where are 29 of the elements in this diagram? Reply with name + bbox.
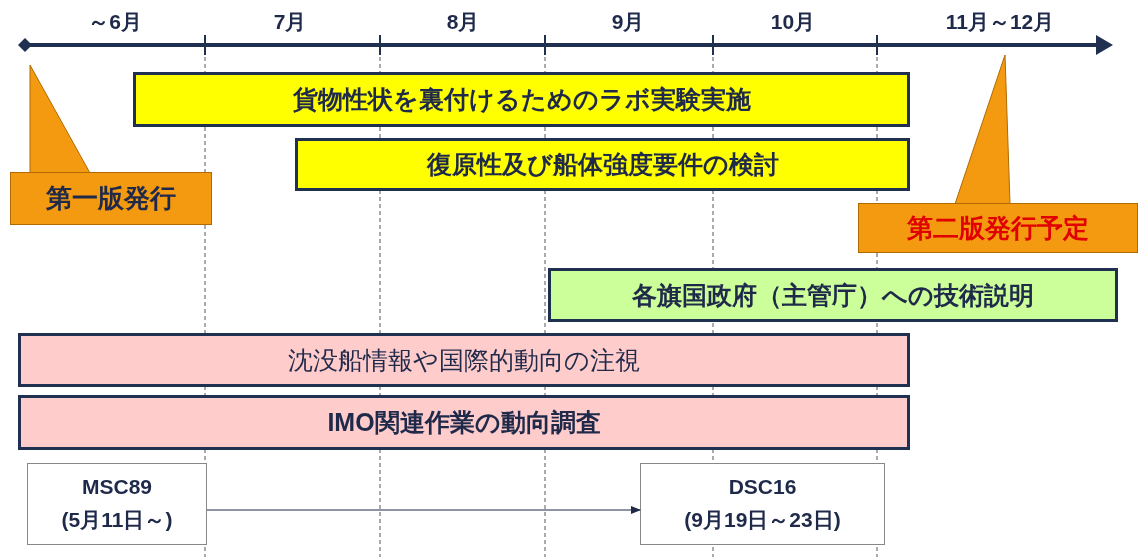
callout-pointer (29, 64, 91, 174)
month-label: 8月 (446, 9, 480, 35)
month-label: 9月 (611, 9, 645, 35)
callout-label: 第二版発行予定 (907, 211, 1089, 245)
event-name: DSC16 (728, 474, 797, 501)
month-label: 10月 (770, 9, 816, 35)
event-date: (9月19日～23日) (684, 507, 841, 533)
event-date: (5月11日～) (61, 507, 173, 533)
task-label: IMO関連作業の動向調査 (327, 407, 601, 438)
task-bar (133, 72, 910, 127)
callout-pointer (954, 54, 1011, 205)
task-label: 復原性及び船体強度要件の検討 (426, 149, 779, 180)
task-label: 貨物性状を裏付けるためのラボ実験実施 (292, 84, 751, 115)
event-name: MSC89 (82, 474, 152, 501)
task-label: 各旗国政府（主管庁）への技術説明 (632, 279, 1034, 311)
task-bar (295, 138, 910, 191)
event-box (640, 463, 885, 545)
callout-label: 第一版発行 (46, 182, 176, 215)
task-bar (548, 268, 1118, 322)
task-label: 沈没船情報や国際的動向の注視 (288, 344, 640, 376)
month-label: ～6月 (88, 9, 142, 35)
event-box (27, 463, 207, 545)
callout (10, 172, 212, 225)
task-bar (18, 395, 910, 450)
callout (858, 203, 1138, 253)
month-label: 7月 (273, 9, 307, 35)
month-label: 11月～12月 (945, 9, 1055, 35)
arrow (206, 506, 641, 514)
task-bar (18, 333, 910, 387)
